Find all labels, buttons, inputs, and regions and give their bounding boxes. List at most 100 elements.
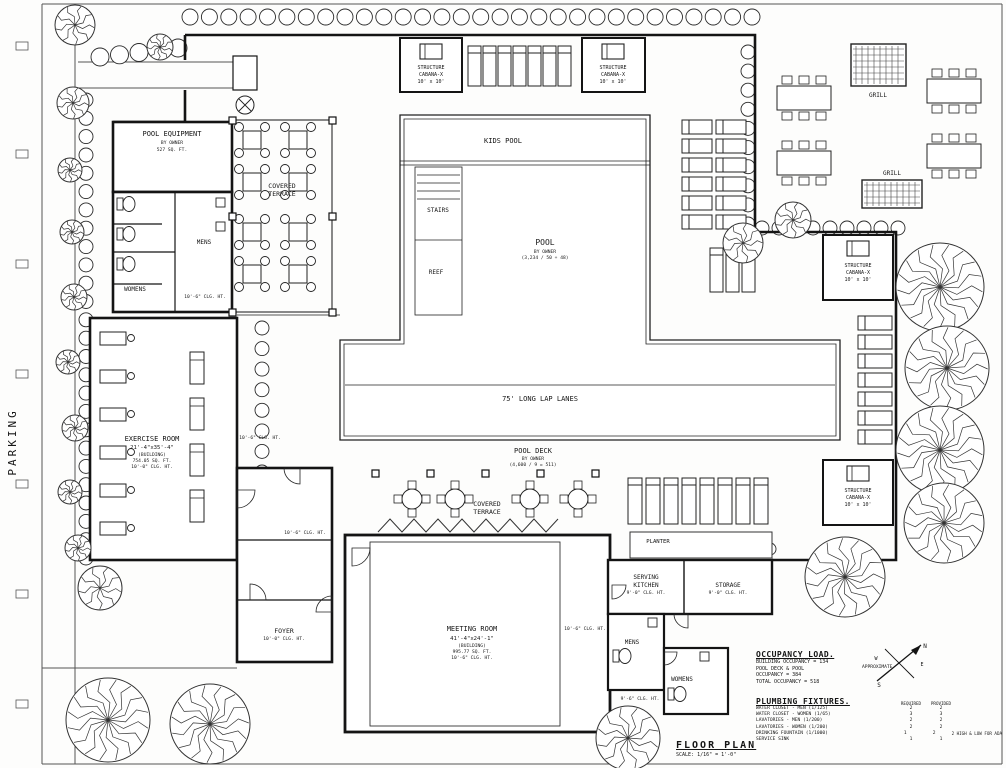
tree-icon bbox=[54, 4, 96, 46]
meeting-room-outline bbox=[343, 533, 612, 734]
shrub-icon bbox=[740, 63, 756, 79]
tree-icon bbox=[804, 536, 886, 618]
tree-icon bbox=[595, 705, 661, 768]
cabana-bed-icon bbox=[601, 43, 625, 60]
exercise-room-label: EXERCISE ROOM bbox=[125, 435, 180, 443]
lounge-chair-icon bbox=[512, 45, 527, 87]
clg-height-note: 10'-6" CLG. HT. bbox=[564, 626, 606, 632]
column-icon bbox=[426, 469, 435, 478]
dining-table-icon bbox=[926, 133, 982, 179]
door-arc bbox=[663, 651, 678, 666]
lounge-chair-icon bbox=[699, 477, 715, 525]
shrub-icon bbox=[433, 8, 451, 26]
shrub-icon bbox=[78, 257, 94, 273]
compass-e-label: E bbox=[920, 662, 923, 668]
pool-equipment-sub1: BY OWNER bbox=[161, 140, 183, 146]
serving-kitchen-label2: KITCHEN bbox=[633, 582, 659, 589]
shrub-icon bbox=[78, 147, 94, 163]
round-table-icon bbox=[436, 480, 474, 518]
shrub-icon bbox=[743, 8, 761, 26]
compass-arrowhead-icon bbox=[911, 645, 921, 655]
plumbing-title: PLUMBING FIXTURES. bbox=[756, 697, 850, 706]
lounge-chair-icon bbox=[681, 214, 713, 230]
shrub-icon bbox=[78, 184, 94, 200]
clg-height-note: 9'-6" CLG. HT. bbox=[621, 696, 660, 702]
column-icon bbox=[328, 116, 337, 125]
tree-icon bbox=[895, 242, 985, 332]
tree-icon bbox=[57, 157, 83, 183]
mens-bottom-label: MENS bbox=[625, 639, 640, 646]
foyer-clg: 10'-0" CLG. HT. bbox=[263, 636, 305, 642]
cabana4-label2: CABANA-X bbox=[846, 495, 870, 501]
reef-label: REEF bbox=[429, 269, 444, 276]
tree-icon bbox=[56, 86, 90, 120]
terrace-table-icon bbox=[280, 122, 316, 158]
sink-icon bbox=[215, 197, 226, 208]
cabana-bed-icon bbox=[419, 43, 443, 60]
entry-gate-box bbox=[232, 55, 258, 91]
lounge-chair-icon bbox=[753, 477, 769, 525]
shrub-icon bbox=[110, 45, 129, 65]
occupancy-note: APPROXIMATE bbox=[862, 665, 893, 670]
column-icon bbox=[591, 469, 600, 478]
cabana2-size: 10' x 10' bbox=[599, 79, 626, 85]
shrub-icon bbox=[336, 8, 354, 26]
shrub-icon bbox=[452, 8, 470, 26]
pool-deck-sub2: (4,600 / 9 = 511) bbox=[509, 462, 556, 468]
terrace-table-icon bbox=[280, 256, 316, 292]
shrub-icon bbox=[254, 361, 270, 377]
terrace-table-icon bbox=[234, 214, 270, 250]
toilet-icon bbox=[612, 648, 632, 664]
tree-icon bbox=[904, 325, 990, 411]
compass-n-label: N bbox=[923, 643, 927, 650]
shrub-icon bbox=[627, 8, 645, 26]
parking-marker-icon bbox=[15, 259, 29, 269]
vestibule-foyer-block bbox=[235, 466, 334, 664]
toilet-icon bbox=[116, 226, 136, 242]
pool-sub1: BY OWNER bbox=[534, 249, 556, 255]
shrub-icon bbox=[297, 8, 315, 26]
meeting-room-inner bbox=[369, 541, 561, 727]
serving-kitchen-label1: SERVING bbox=[633, 574, 659, 581]
cabana4-label1: STRUCTURE bbox=[844, 488, 871, 494]
exercise-room-outline bbox=[88, 316, 239, 562]
tree-icon bbox=[61, 414, 89, 442]
column-icon bbox=[228, 212, 237, 221]
clg-height-note: 10'-6" CLG. HT. bbox=[184, 294, 226, 300]
occupancy-row: POOL DECK & POOL bbox=[756, 665, 805, 672]
door-arc bbox=[611, 584, 627, 600]
occupancy-load-block: OCCUPANCY LOAD. BUILDING OCCUPANCY = 134… bbox=[756, 650, 892, 685]
column-icon bbox=[371, 469, 380, 478]
lounge-chair-icon bbox=[857, 315, 893, 331]
stairs-rungs bbox=[415, 174, 462, 241]
cabana-bed-icon bbox=[846, 465, 870, 482]
shrub-icon bbox=[414, 8, 432, 26]
covered-terrace-bottom-label1: COVERED bbox=[473, 500, 500, 508]
lap-lanes-label: 75' LONG LAP LANES bbox=[502, 395, 578, 403]
shrub-icon bbox=[278, 8, 296, 26]
lounge-chair-icon bbox=[482, 45, 497, 87]
plumbing-row: DRINKING FOUNTAIN (1/1000) 1 2 2 HIGH & … bbox=[756, 730, 1002, 736]
door-arc bbox=[283, 467, 301, 485]
tree-icon bbox=[903, 482, 985, 564]
shrub-icon bbox=[129, 43, 149, 62]
plumbing-ada-note: 2 HIGH & LOW FOR ADA bbox=[951, 730, 1002, 736]
toilet-icon bbox=[116, 256, 136, 272]
lounge-chair-icon bbox=[715, 119, 747, 135]
shrub-icon bbox=[78, 202, 94, 218]
exercise-room-clg: 10'-0" CLG. HT. bbox=[131, 464, 173, 470]
meeting-room-area: 995.77 SQ. FT. bbox=[453, 649, 492, 655]
meeting-room-clg: 10'-6" CLG. HT. bbox=[451, 655, 493, 661]
terrace-table-icon bbox=[234, 164, 270, 200]
lounge-chair-icon bbox=[857, 372, 893, 388]
exercise-equipment-icon bbox=[99, 407, 135, 422]
column-icon bbox=[536, 469, 545, 478]
occupancy-title: OCCUPANCY LOAD. bbox=[756, 650, 835, 659]
tree-icon bbox=[59, 219, 85, 245]
terrace-table-icon bbox=[234, 122, 270, 158]
pool-equipment-sub2: 527 SQ. FT. bbox=[157, 147, 187, 153]
parking-marker-icon bbox=[15, 479, 29, 489]
pool-stairs-box bbox=[414, 166, 463, 316]
column-icon bbox=[228, 308, 237, 317]
